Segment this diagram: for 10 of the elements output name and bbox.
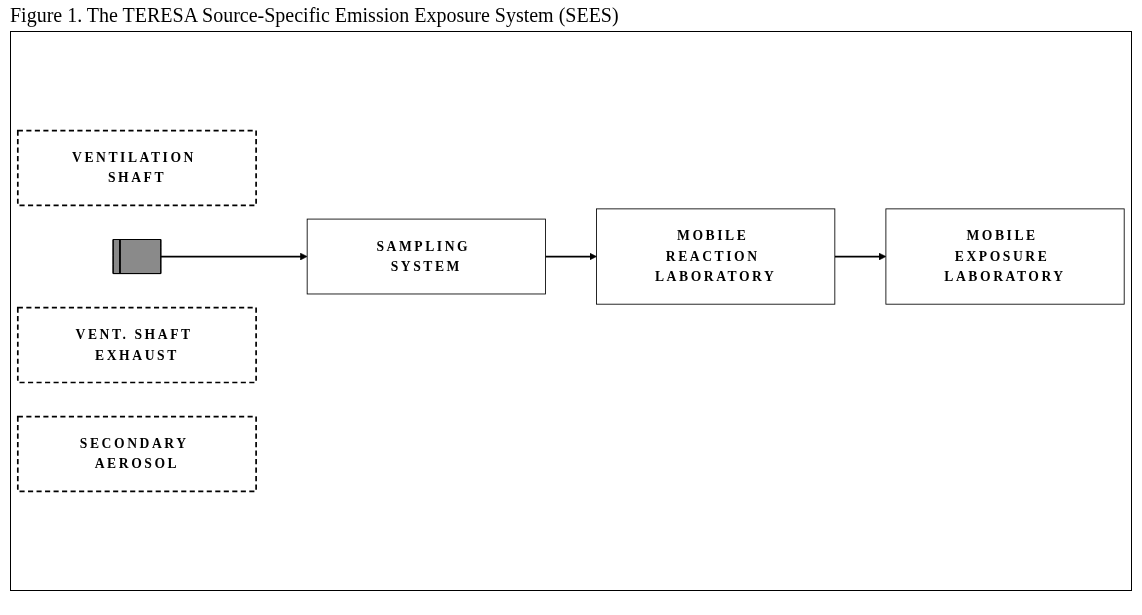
node-box: SAMPLING SYSTEM (306, 218, 546, 295)
figure-title: Figure 1. The TERESA Source-Specific Emission Exposure System (SEES) (10, 4, 620, 27)
arrow (159, 252, 308, 261)
node-box: MOBILE REACTION LABORATORY (596, 208, 836, 305)
node-box: SECONDARY AEROSOL (16, 415, 257, 493)
arrow (544, 252, 597, 261)
node-box: VENTILATION SHAFT (16, 129, 257, 207)
node-box: MOBILE EXPOSURE LABORATORY (885, 208, 1125, 305)
arrow (834, 252, 887, 261)
node-box: VENT. SHAFT EXHAUST (16, 306, 257, 384)
